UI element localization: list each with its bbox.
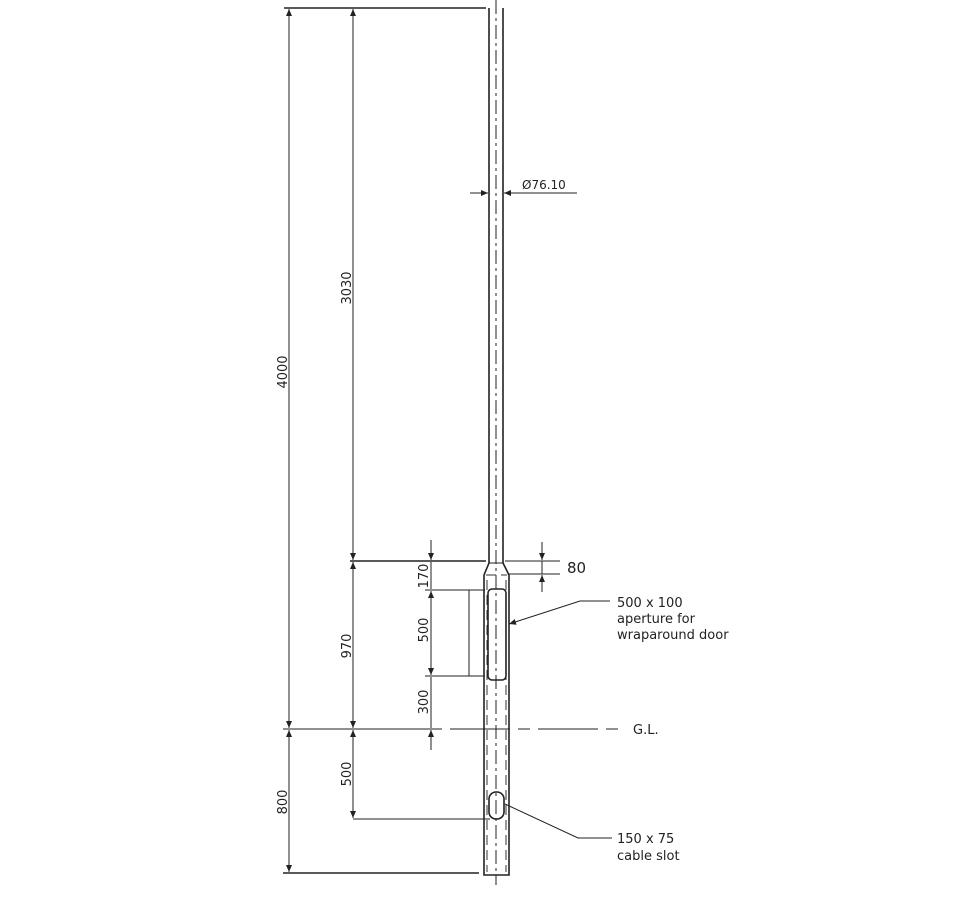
slot-note-2: cable slot	[617, 849, 680, 864]
slot-leader	[504, 803, 612, 839]
dim-970: 970	[340, 634, 355, 659]
pole-shaft	[483, 0, 510, 885]
dim-300: 300	[417, 690, 432, 715]
dim-500-door: 500	[417, 618, 432, 643]
dim-4000: 4000	[276, 355, 291, 388]
extension-lines	[283, 7, 560, 874]
aperture-note-1: 500 x 100	[617, 596, 683, 611]
dim-diameter: Ø76.10	[522, 178, 566, 192]
dim-80: 80	[567, 559, 586, 577]
slot-note-1: 150 x 75	[617, 832, 674, 847]
dimension-lines	[286, 9, 577, 872]
aperture-note-3: wraparound door	[617, 628, 729, 643]
dim-170: 170	[417, 564, 432, 589]
ground-level-label: G.L.	[633, 723, 659, 738]
aperture-note-2: aperture for	[617, 612, 696, 627]
door-aperture	[487, 588, 507, 681]
cable-slot	[488, 791, 505, 820]
dim-3030: 3030	[340, 271, 355, 304]
dim-800: 800	[276, 790, 291, 815]
aperture-leader	[508, 600, 610, 625]
dim-500-slot: 500	[340, 762, 355, 787]
